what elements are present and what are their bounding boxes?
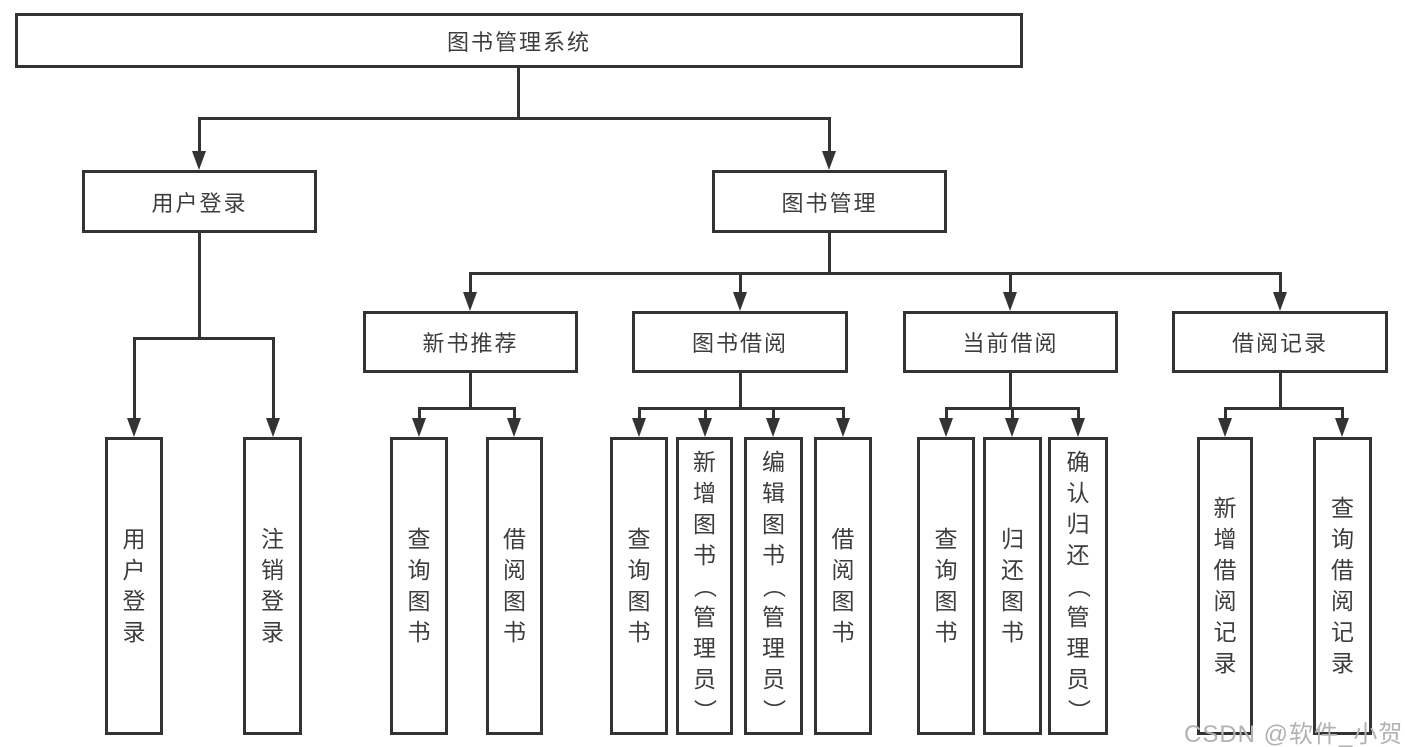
connector-arrow <box>836 418 850 437</box>
connector-line <box>418 407 421 421</box>
node-current-borrow: 当前借阅 <box>903 311 1118 373</box>
leaf-query-books-3: 查询图书 <box>917 437 975 735</box>
connector-arrow <box>1218 418 1232 437</box>
node-new-book-recommend-label: 新书推荐 <box>422 331 519 356</box>
connector-arrow <box>1071 418 1085 437</box>
connector-arrow <box>507 418 521 437</box>
connector-arrow <box>1273 292 1287 311</box>
leaf-edit-books-admin-label: 编辑图书（管理员） <box>761 448 787 722</box>
connector-arrow <box>766 418 780 437</box>
connector-arrow <box>412 418 426 437</box>
connector-arrow <box>192 151 206 170</box>
leaf-add-borrow-record-label: 新增借阅记录 <box>1213 495 1237 676</box>
connector-line <box>1224 407 1227 421</box>
connector-line <box>945 407 948 421</box>
connector-line <box>1224 407 1343 410</box>
node-book-management: 图书管理 <box>712 170 947 233</box>
connector-arrow <box>1003 292 1017 311</box>
connector-line <box>469 373 472 410</box>
connector-line <box>1009 272 1012 295</box>
leaf-borrow-books-1-label: 借阅图书 <box>503 526 526 645</box>
connector-line <box>198 117 831 120</box>
leaf-add-borrow-record: 新增借阅记录 <box>1197 437 1253 735</box>
connector-line <box>739 373 742 410</box>
connector-line <box>1009 373 1012 410</box>
connector-line <box>469 272 472 295</box>
connector-line <box>1341 407 1344 421</box>
leaf-confirm-return-admin-label: 确认归还（管理员） <box>1065 448 1092 722</box>
leaf-return-books-label: 归还图书 <box>1001 526 1024 645</box>
leaf-borrow-books-2-label: 借阅图书 <box>831 526 855 645</box>
leaf-query-books-2: 查询图书 <box>610 437 668 735</box>
connector-line <box>517 68 520 120</box>
leaf-query-books-1: 查询图书 <box>390 437 448 735</box>
connector-arrow <box>822 151 836 170</box>
node-borrow-record-label: 借阅记录 <box>1231 331 1328 356</box>
connector-line <box>638 407 843 410</box>
connector-arrow <box>698 418 712 437</box>
leaf-return-books: 归还图书 <box>983 437 1042 735</box>
connector-arrow <box>1005 418 1019 437</box>
leaf-query-books-1-label: 查询图书 <box>407 526 431 645</box>
node-current-borrow-label: 当前借阅 <box>962 331 1059 356</box>
node-book-management-label: 图书管理 <box>781 190 878 216</box>
node-user-login: 用户登录 <box>82 170 317 233</box>
leaf-add-books-admin: 新增图书（管理员） <box>676 437 733 735</box>
leaf-query-borrow-record: 查询借阅记录 <box>1313 437 1372 735</box>
node-book-borrow: 图书借阅 <box>632 311 848 373</box>
node-new-book-recommend: 新书推荐 <box>363 311 578 373</box>
connector-line <box>828 117 831 152</box>
leaf-edit-books-admin: 编辑图书（管理员） <box>744 437 803 735</box>
node-borrow-record: 借阅记录 <box>1172 311 1388 373</box>
connector-line <box>842 407 845 421</box>
node-library-system: 图书管理系统 <box>15 13 1023 68</box>
connector-line <box>828 233 831 275</box>
leaf-query-books-2-label: 查询图书 <box>627 526 651 645</box>
connector-line <box>133 337 275 340</box>
connector-line <box>272 337 275 421</box>
leaf-borrow-books-2: 借阅图书 <box>814 437 872 735</box>
leaf-confirm-return-admin: 确认归还（管理员） <box>1048 437 1108 735</box>
connector-arrow <box>127 418 141 437</box>
node-user-login-label: 用户登录 <box>151 190 248 216</box>
connector-line <box>1077 407 1080 421</box>
connector-line <box>418 407 515 410</box>
leaf-user-login: 用户登录 <box>105 437 163 735</box>
connector-arrow <box>939 418 953 437</box>
connector-line <box>198 233 201 340</box>
connector-line <box>1011 407 1014 421</box>
connector-line <box>513 407 516 421</box>
connector-line <box>1279 373 1282 410</box>
connector-line <box>469 272 1282 275</box>
connector-line <box>739 272 742 295</box>
leaf-logout-label: 注销登录 <box>261 526 284 645</box>
leaf-query-books-3-label: 查询图书 <box>934 526 958 645</box>
leaf-query-borrow-record-label: 查询借阅记录 <box>1331 495 1354 676</box>
watermark: CSDN @软件_小贺同学 <box>1184 721 1405 747</box>
connector-line <box>1279 272 1282 295</box>
connector-arrow <box>733 292 747 311</box>
connector-line <box>772 407 775 421</box>
leaf-user-login-label: 用户登录 <box>122 526 146 645</box>
connector-line <box>133 337 136 421</box>
leaf-logout: 注销登录 <box>243 437 302 735</box>
node-book-borrow-label: 图书借阅 <box>691 331 788 356</box>
leaf-borrow-books-1: 借阅图书 <box>486 437 543 735</box>
connector-line <box>638 407 641 421</box>
connector-arrow <box>266 418 280 437</box>
connector-arrow <box>1335 418 1349 437</box>
connector-line <box>704 407 707 421</box>
leaf-add-books-admin-label: 新增图书（管理员） <box>692 448 718 722</box>
connector-line <box>198 117 201 152</box>
connector-arrow <box>632 418 646 437</box>
connector-arrow <box>463 292 477 311</box>
node-library-system-label: 图书管理系统 <box>446 29 591 55</box>
